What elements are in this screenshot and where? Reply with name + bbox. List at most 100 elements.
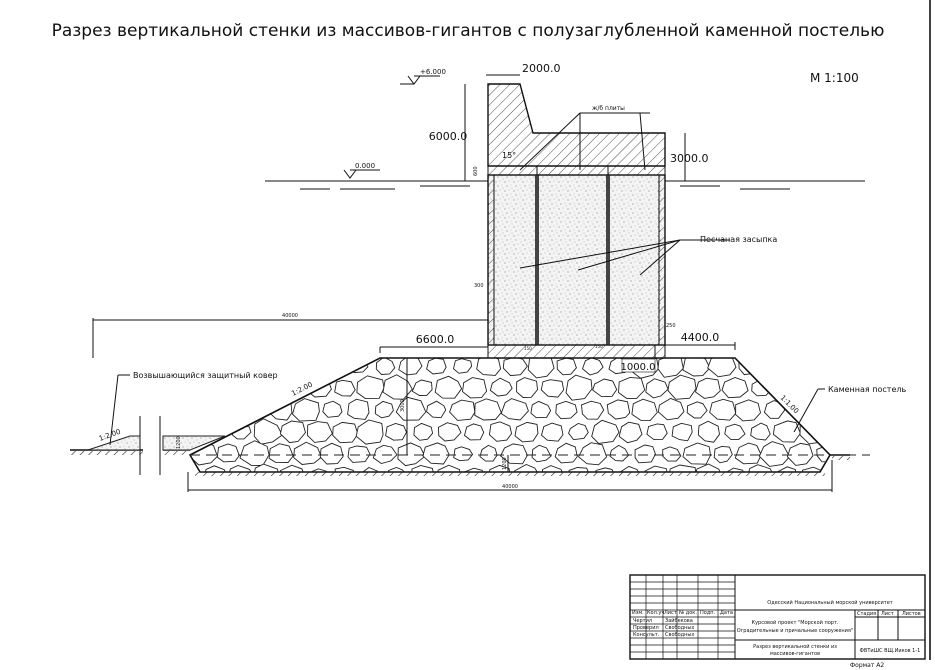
svg-text:1200: 1200 <box>176 436 182 449</box>
stone <box>609 444 630 462</box>
svg-text:ж/б плиты: ж/б плиты <box>592 105 625 112</box>
label-carpet: Возвышающийся защитный ковер <box>109 371 278 446</box>
tb-code: ФВТиШС ВЩ.Ииков 1-1 <box>860 648 921 654</box>
stone <box>355 419 384 445</box>
dim-rib-left: 150 <box>524 346 532 351</box>
dim-superstructure-height: 6000.0 <box>429 84 467 181</box>
stone <box>449 399 476 421</box>
stone <box>694 463 724 472</box>
tb-format: Формат А2 <box>850 662 884 669</box>
stone <box>631 398 658 421</box>
stone <box>734 442 762 465</box>
stone <box>707 358 737 378</box>
stone <box>758 441 791 467</box>
stone <box>514 421 539 443</box>
stone <box>750 422 771 441</box>
stone <box>356 375 385 399</box>
stone <box>462 377 488 399</box>
stone <box>502 358 528 377</box>
stone <box>411 465 436 472</box>
stone <box>634 444 656 464</box>
scale-label: М 1:100 <box>810 71 859 85</box>
stone <box>347 445 371 463</box>
label-sand: Песчаная засыпка <box>519 235 777 276</box>
tb-sheets: Листов <box>902 611 921 617</box>
stone <box>308 468 330 472</box>
stone <box>202 465 229 472</box>
stone <box>332 421 359 444</box>
svg-text:+6.000: +6.000 <box>420 68 446 76</box>
svg-text:3000: 3000 <box>400 399 406 412</box>
stone <box>591 419 620 444</box>
stone <box>725 467 745 472</box>
stone <box>746 464 775 472</box>
level-mark-water: 0.000 <box>343 162 380 179</box>
stone <box>735 399 761 422</box>
stone <box>279 420 306 444</box>
svg-text:Возвышающийся защитный ковер: Возвышающийся защитный ковер <box>133 371 278 380</box>
stone <box>657 358 684 378</box>
stone <box>474 398 502 421</box>
title-block: Изм. Кол.уч Лист № док. Подп. Дата Черти… <box>629 574 926 669</box>
svg-text:Проверил: Проверил <box>633 625 659 631</box>
svg-text:4400.0: 4400.0 <box>681 331 720 344</box>
stone <box>540 422 564 442</box>
stone <box>514 464 541 472</box>
stone <box>709 398 737 421</box>
stone <box>500 398 529 421</box>
stone <box>464 467 487 472</box>
stone <box>463 423 485 441</box>
stone <box>593 467 617 472</box>
stone <box>657 397 685 421</box>
label-bed: Каменная постель <box>793 385 906 433</box>
svg-text:Каменная постель: Каменная постель <box>828 385 906 394</box>
svg-text:Зайбекова: Зайбекова <box>665 617 693 624</box>
stone <box>453 446 474 462</box>
svg-text:Свободных: Свободных <box>665 632 694 638</box>
stone <box>293 441 323 465</box>
drawing-title: Разрез вертикальной стенки из массивов-г… <box>52 21 885 41</box>
dim-top-width: 2000.0 <box>486 62 561 76</box>
stone <box>541 465 566 472</box>
stone <box>697 420 720 443</box>
stone <box>374 400 394 419</box>
stone <box>786 442 814 466</box>
tb-header-3: № док. <box>679 610 697 616</box>
stone <box>411 379 433 396</box>
tb-stage: Стадия <box>857 611 876 617</box>
svg-text:Консульт.: Консульт. <box>633 632 660 638</box>
stone <box>662 446 682 462</box>
stone <box>334 379 356 397</box>
stone <box>772 420 801 443</box>
stone <box>426 400 447 419</box>
level-mark-top: +6.000 <box>400 68 446 85</box>
stone <box>319 442 344 465</box>
stone <box>375 358 396 375</box>
stone <box>488 421 513 442</box>
stone <box>437 422 462 442</box>
tb-university: Одесский Национальный морской университе… <box>767 599 892 606</box>
stone <box>540 379 565 398</box>
stone <box>372 444 398 464</box>
stone <box>618 376 646 399</box>
dim-rib-mid: 150 <box>595 344 603 349</box>
stone <box>280 464 307 472</box>
dim-cap-height: 3000.0 <box>670 133 709 181</box>
stone <box>686 401 708 419</box>
stone <box>395 396 427 421</box>
stone <box>694 377 721 399</box>
dim-berm-right: 4400.0 <box>665 331 736 350</box>
protective-carpet: 1:2.00 1200 <box>87 416 226 475</box>
stone <box>500 443 528 465</box>
stone <box>487 464 513 472</box>
stone <box>530 400 552 419</box>
dim-bed-embed: 1200 <box>502 455 509 472</box>
stone <box>724 423 746 441</box>
tb-project-2: Оградительные и причальные сооружения" <box>737 628 854 634</box>
stone <box>422 442 450 465</box>
stone <box>382 374 413 400</box>
stone <box>816 445 830 463</box>
superstructure <box>487 83 666 176</box>
tb-header-2: Лист <box>664 610 677 616</box>
